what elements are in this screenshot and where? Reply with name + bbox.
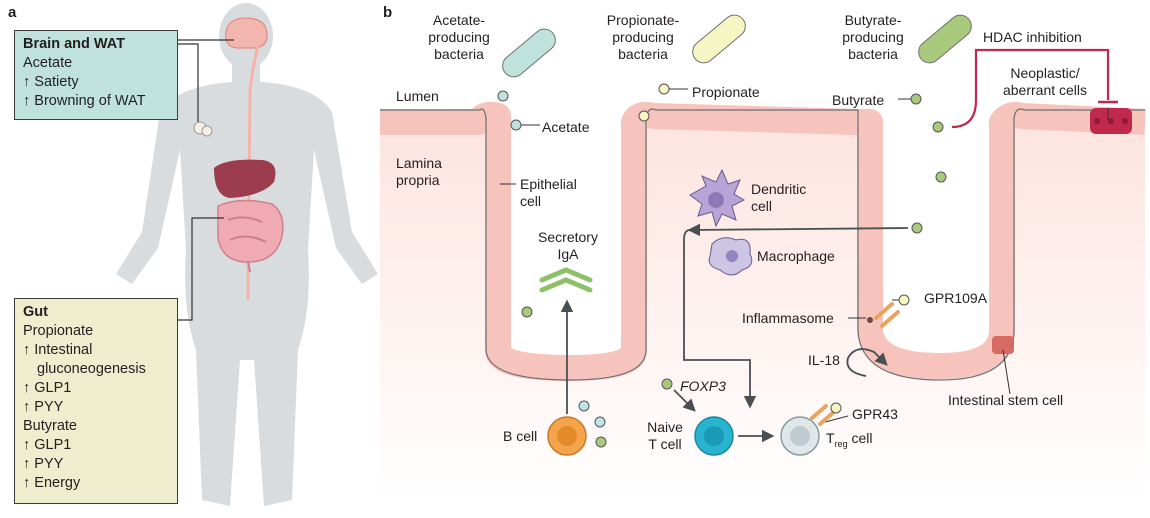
inflammasome-dot bbox=[867, 317, 873, 323]
lumen-label: Lumen bbox=[396, 88, 439, 104]
acetate-label: Acetate bbox=[542, 119, 590, 135]
lamina-propria-area bbox=[380, 122, 1145, 500]
adipose-tissue-icon bbox=[193, 121, 213, 137]
neoplastic-cells bbox=[1090, 108, 1132, 134]
dc-to-naive-t-arrow bbox=[683, 229, 757, 409]
treg-cell-shape bbox=[780, 416, 820, 456]
butyrate-bacterium bbox=[918, 14, 972, 64]
gut-effect: ↑ PYY bbox=[23, 399, 64, 415]
gut-effect: ↑ GLP1 bbox=[23, 380, 72, 396]
foxp3-label: FOXP3 bbox=[680, 378, 726, 394]
gpr109a-receptor bbox=[874, 294, 910, 328]
il18-loop-arrow bbox=[846, 348, 888, 377]
hdac-inhibition-label: HDAC inhibition bbox=[983, 29, 1082, 45]
liver-organ bbox=[214, 159, 276, 198]
gut-scfa: Butyrate bbox=[23, 418, 77, 434]
spinal-cord bbox=[246, 45, 260, 301]
intestine-organ bbox=[217, 199, 284, 273]
acetate-molecules bbox=[497, 90, 606, 428]
gut-effect: ↑ Energy bbox=[23, 475, 81, 491]
gut-box: Gut Propionate ↑ Intestinal gluconeogene… bbox=[14, 298, 178, 504]
propionate-molecules bbox=[638, 83, 670, 122]
gut-title: Gut bbox=[23, 304, 48, 320]
treg-cell-label: Treg cell bbox=[826, 430, 873, 449]
brain-wat-title: Brain and WAT bbox=[23, 36, 126, 52]
dendritic-cell-shape bbox=[689, 168, 746, 228]
panel-b-letter: b bbox=[383, 4, 393, 21]
brain-effect: ↑ Satiety bbox=[23, 74, 79, 90]
hdac-inhibition-arrow bbox=[951, 48, 1110, 129]
acetate-bacterium bbox=[502, 28, 556, 78]
propionate-bacterium bbox=[692, 14, 746, 64]
secretory-iga-shape bbox=[539, 267, 593, 293]
stem-cell-label: Intestinal stem cell bbox=[948, 392, 1064, 408]
inflammasome-label: Inflammasome bbox=[742, 310, 834, 326]
brain-wat-box: Brain and WAT Acetate ↑ Satiety ↑ Browni… bbox=[14, 30, 178, 120]
macrophage-shape bbox=[708, 237, 753, 276]
propionate-label: Propionate bbox=[692, 84, 760, 100]
brain-organ bbox=[225, 17, 268, 49]
b-cell-label: B cell bbox=[503, 428, 538, 444]
foxp3-arrow bbox=[673, 389, 696, 412]
brain-effect: ↑ Browning of WAT bbox=[23, 93, 146, 109]
gut-effect: gluconeogenesis bbox=[37, 361, 146, 377]
intestinal-stem-cell-shape bbox=[992, 336, 1014, 354]
il18-label: IL-18 bbox=[808, 352, 840, 368]
gpr109a-label: GPR109A bbox=[924, 290, 988, 306]
gpr43-label: GPR43 bbox=[852, 406, 898, 422]
gpr43-receptor bbox=[810, 402, 842, 426]
butyrate-molecules bbox=[521, 93, 947, 448]
gut-scfa: Propionate bbox=[23, 323, 94, 339]
panel-a-letter: a bbox=[8, 4, 17, 21]
gut-effect: ↑ Intestinal bbox=[23, 342, 93, 358]
gut-leader-line bbox=[178, 217, 224, 321]
wat-leader-line bbox=[178, 43, 199, 122]
macrophage-label: Macrophage bbox=[757, 248, 835, 264]
butyrate-label: Butyrate bbox=[832, 92, 885, 108]
gut-effect: ↑ PYY bbox=[23, 456, 64, 472]
b-cell-shape bbox=[547, 416, 587, 456]
neoplastic-cells-label: Neoplastic/aberrant cells bbox=[1002, 65, 1088, 98]
naive-t-cell-shape bbox=[694, 416, 734, 456]
brain-scfa: Acetate bbox=[23, 55, 73, 71]
gut-effect: ↑ GLP1 bbox=[23, 437, 72, 453]
butyrate-to-dc-arrow bbox=[687, 223, 909, 237]
